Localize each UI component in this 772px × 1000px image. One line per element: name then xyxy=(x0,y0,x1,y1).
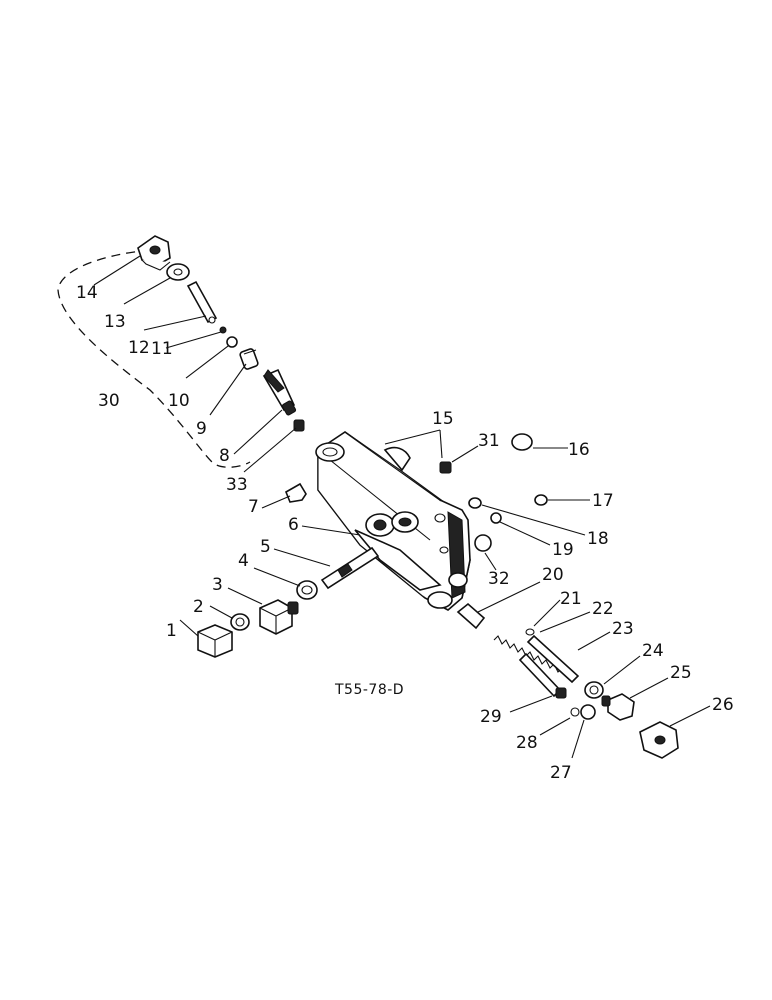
callout-4: 4 xyxy=(238,551,249,571)
callout-27: 27 xyxy=(550,763,572,783)
callout-31: 31 xyxy=(478,431,500,451)
part-13-washer xyxy=(166,263,190,281)
callout-21: 21 xyxy=(560,589,582,609)
callout-7: 7 xyxy=(248,497,259,517)
callout-1: 1 xyxy=(166,621,177,641)
callout-25: 25 xyxy=(670,663,692,683)
callout-20: 20 xyxy=(542,565,564,585)
callout-26: 26 xyxy=(712,695,734,715)
callout-labels: 1 2 3 4 5 6 7 8 9 10 11 12 13 14 15 16 1… xyxy=(76,283,734,783)
callout-30: 30 xyxy=(98,391,120,411)
part-7-clip xyxy=(284,482,307,503)
callout-22: 22 xyxy=(592,599,614,619)
callout-15: 15 xyxy=(432,409,454,429)
part-2-washer xyxy=(230,613,250,631)
callout-32: 32 xyxy=(488,569,510,589)
part-32-oring xyxy=(474,534,492,552)
callout-9: 9 xyxy=(196,419,207,439)
part-14-cover xyxy=(137,235,171,271)
part-24-washer xyxy=(584,681,604,699)
callout-3: 3 xyxy=(212,575,223,595)
callout-2: 2 xyxy=(193,597,204,617)
part-27-washer xyxy=(580,704,596,720)
part-8-screw xyxy=(262,368,297,416)
part-25-plug xyxy=(601,693,635,721)
callout-6: 6 xyxy=(288,515,299,535)
callout-14: 14 xyxy=(76,283,98,303)
callout-10: 10 xyxy=(168,391,190,411)
part-17-oring xyxy=(534,494,548,506)
part-1-cap xyxy=(197,624,233,658)
part-26-cover xyxy=(639,721,679,759)
part-18-oring xyxy=(468,497,482,509)
callout-17: 17 xyxy=(592,491,614,511)
callout-11: 11 xyxy=(151,339,173,359)
part-10-ring xyxy=(226,336,238,348)
leader-lines xyxy=(93,255,711,759)
part-28-ring xyxy=(570,707,580,717)
part-22-pin xyxy=(525,628,535,636)
part-4-washer xyxy=(296,580,318,600)
part-33-nut xyxy=(293,419,305,432)
group-30-bracket xyxy=(57,249,251,468)
part-11-ball xyxy=(219,326,227,334)
callout-28: 28 xyxy=(516,733,538,753)
callout-33: 33 xyxy=(226,475,248,495)
valve-body xyxy=(315,431,471,611)
callout-8: 8 xyxy=(219,446,230,466)
callout-12: 12 xyxy=(128,338,150,358)
part-5-spool xyxy=(320,546,380,590)
callout-19: 19 xyxy=(552,540,574,560)
part-20-sleeve xyxy=(456,602,486,630)
part-9-sleeve xyxy=(239,348,259,370)
part-31-plug xyxy=(439,461,452,474)
part-12-pin xyxy=(186,280,218,324)
callout-29: 29 xyxy=(480,707,502,727)
part-16-oring xyxy=(511,433,533,451)
callout-16: 16 xyxy=(568,440,590,460)
callout-24: 24 xyxy=(642,641,664,661)
callout-13: 13 xyxy=(104,312,126,332)
part-21-spring xyxy=(493,635,563,673)
callout-18: 18 xyxy=(587,529,609,549)
part-19-oring xyxy=(490,512,502,524)
diagram-caption: T55-78-D xyxy=(334,682,404,698)
callout-23: 23 xyxy=(612,619,634,639)
part-23-rod xyxy=(526,634,580,684)
part-29-bolt xyxy=(518,652,567,699)
callout-5: 5 xyxy=(260,537,271,557)
part-3-plug xyxy=(259,599,299,635)
